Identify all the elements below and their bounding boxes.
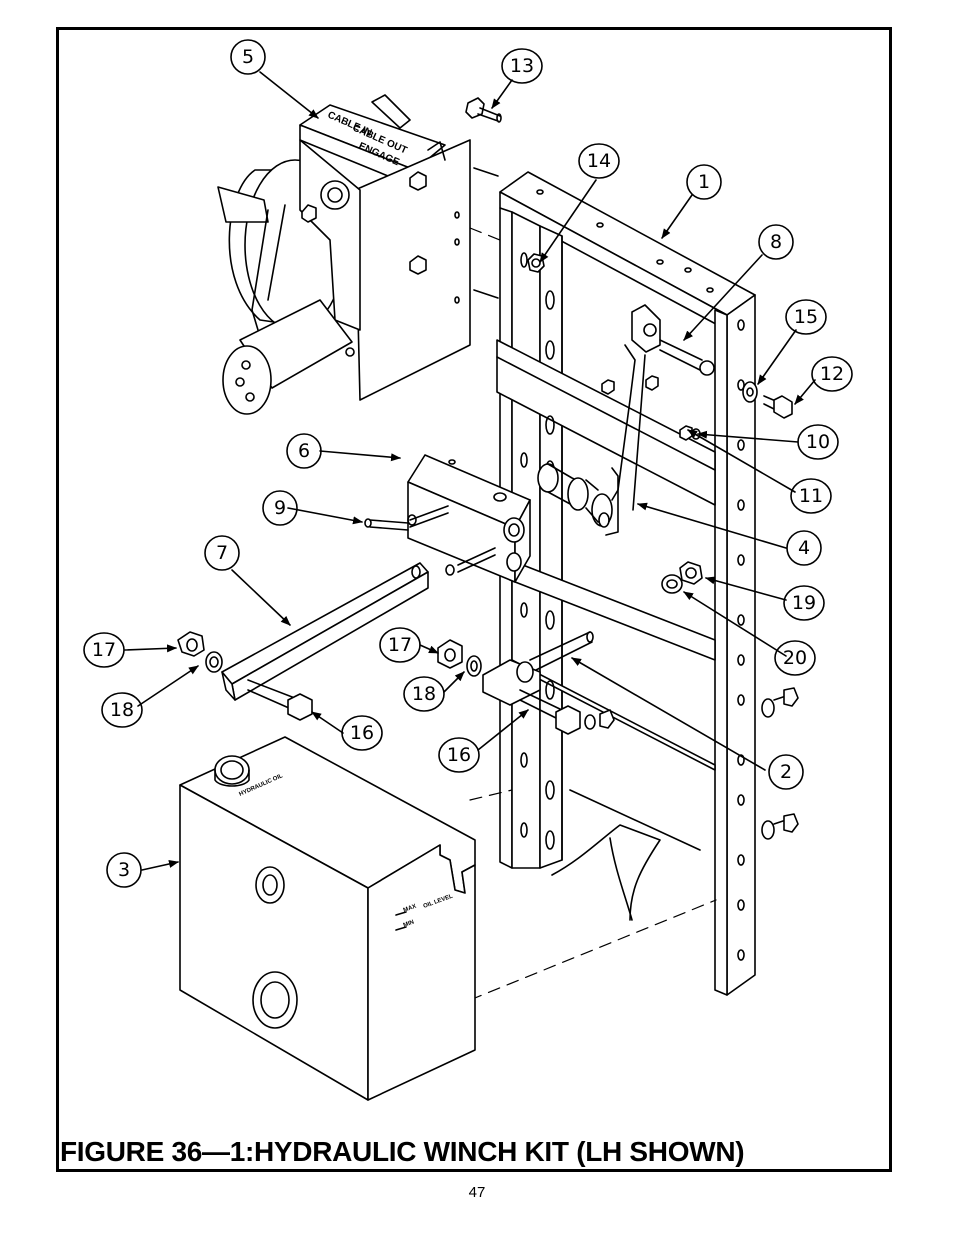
nut-17-left [177, 631, 205, 657]
callout-label: 6 [298, 440, 310, 462]
nut-17-center [437, 639, 463, 669]
shaft [221, 562, 429, 713]
valve-block [407, 454, 531, 583]
callout-label: 13 [510, 55, 534, 77]
callout-label: 18 [412, 683, 436, 705]
callout-label: 17 [92, 639, 116, 661]
callout-label: 20 [783, 647, 807, 669]
upper-bracket [601, 304, 715, 511]
bolt-16-center [555, 705, 581, 735]
washer-18-center [466, 655, 482, 677]
projection-lines [469, 227, 717, 1001]
callout-numbers: 5 13 14 1 8 15 12 10 11 6 9 4 7 19 20 17… [92, 46, 844, 881]
washer-15 [742, 381, 758, 403]
callout-label: 16 [447, 744, 471, 766]
callout-label: 19 [792, 592, 816, 614]
pivot-bracket [482, 631, 594, 721]
page-number: 47 [468, 1184, 486, 1201]
max-label: MAX [403, 904, 418, 914]
bolt-16-left [287, 693, 313, 721]
callout-label: 2 [780, 761, 792, 783]
callout-circles [83, 39, 853, 888]
callout-label: 4 [798, 537, 810, 559]
callout-label: 18 [110, 699, 134, 721]
hydraulic-winch [217, 94, 499, 415]
figure-caption: FIGURE 36—1:HYDRAULIC WINCH KIT (LH SHOW… [60, 1136, 745, 1167]
hydraulic-reservoir [179, 736, 476, 1101]
callout-label: 14 [587, 150, 611, 172]
callout-label: 16 [350, 722, 374, 744]
callout-label: 1 [698, 171, 710, 193]
callout-label: 10 [806, 431, 830, 453]
callout-label: 8 [770, 231, 782, 253]
bolt-13 [465, 97, 502, 123]
nut-14 [527, 253, 545, 273]
washer-18-left [205, 651, 223, 673]
callout-label: 17 [388, 634, 412, 656]
callout-label: 3 [118, 859, 130, 881]
callout-label: 11 [799, 485, 823, 507]
callout-label: 15 [794, 306, 818, 328]
nut-10 [679, 425, 701, 441]
callout-label: 7 [216, 542, 228, 564]
callout-label: 12 [820, 363, 844, 385]
nut-19 [679, 561, 703, 585]
callout-label: 9 [274, 497, 286, 519]
mounting-frame [496, 171, 756, 996]
callout-label: 5 [242, 46, 254, 68]
side-bolts [584, 687, 799, 840]
cable-strap [551, 789, 701, 921]
roller [537, 463, 619, 536]
screw-9 [364, 505, 496, 573]
figure-frame [56, 27, 892, 1172]
bolt-12 [763, 395, 793, 419]
min-label: MIN [403, 919, 415, 928]
leader-lines [124, 71, 816, 871]
washer-20 [661, 574, 683, 594]
